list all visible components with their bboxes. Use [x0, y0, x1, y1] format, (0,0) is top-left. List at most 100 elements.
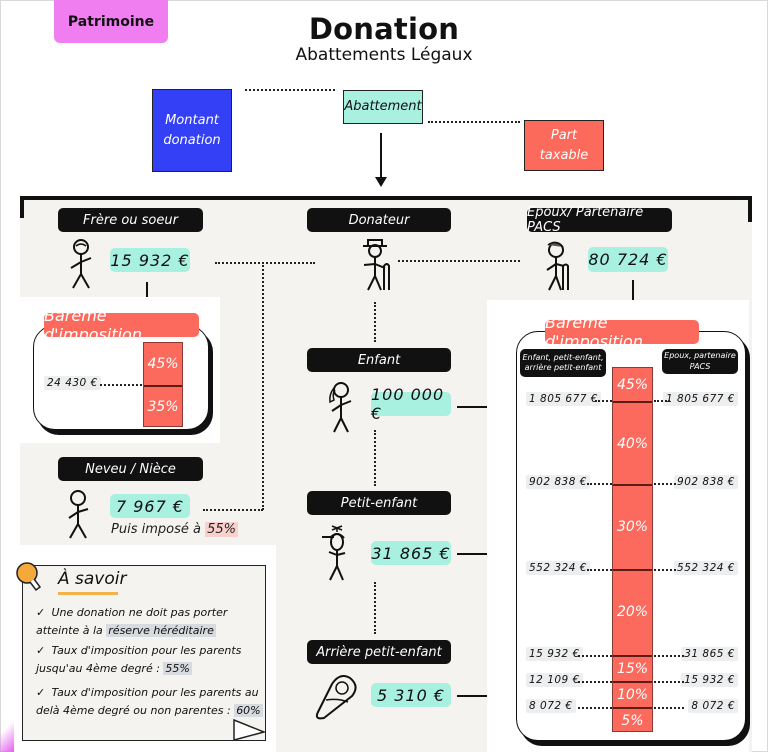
a-savoir-item-text: Une donation ne doit pas porter atteinte…	[36, 606, 228, 637]
main-rate-15: 15%	[616, 660, 649, 677]
left-leader	[595, 400, 612, 402]
main-rate-5: 5%	[621, 712, 644, 729]
a-savoir-item: ✓ Taux d'imposition pour les parents jus…	[36, 642, 266, 678]
a-savoir-underline	[58, 592, 118, 595]
a-savoir-title: À savoir	[58, 569, 127, 589]
main-panel-left-tick	[20, 196, 24, 218]
neveu-note-rate: 55%	[205, 522, 238, 537]
a-savoir-item: ✓ Une donation ne doit pas porter attein…	[36, 604, 266, 640]
left-leader	[587, 569, 612, 571]
frere-rate-separator	[144, 385, 182, 387]
category-badge: Patrimoine	[54, 0, 168, 43]
neveu-connector	[203, 509, 263, 511]
stick-figure-hat-cane-icon	[363, 239, 390, 291]
left-threshold: 1 805 677 €	[526, 392, 601, 406]
main-rate-10: 10%	[616, 686, 649, 703]
legend-montant-donation: Montant donation	[152, 89, 232, 172]
frere-soeur-abattement: 15 932 €	[110, 248, 190, 272]
checkmark-icon: ✓	[36, 606, 46, 619]
frere-rate-column: 45% 35%	[143, 342, 183, 427]
neveu-note-prefix: Puis imposé à	[111, 522, 201, 537]
main-rate-30: 30%	[616, 519, 649, 535]
arriere-petit-enfant-abattement: 5 310 €	[371, 683, 451, 707]
legend-part-taxable: Part taxable	[524, 120, 604, 171]
a-savoir-item-text: Taux d'imposition pour les parents au de…	[36, 686, 259, 717]
neveu-vertical-connector	[262, 262, 264, 510]
left-leader	[578, 655, 612, 657]
main-rate-separator	[613, 484, 652, 486]
neveu-niece-label: Neveu / Nièce	[58, 457, 203, 481]
frere-donateur-connector	[215, 262, 315, 264]
right-leader	[654, 569, 676, 571]
swaddled-baby-icon	[315, 675, 357, 720]
left-leader	[587, 483, 612, 485]
stick-figure-icon	[70, 239, 92, 289]
main-bareme-left-header: Enfant, petit-enfant, arrière petit-enfa…	[520, 349, 606, 377]
page-title: Donation	[308, 12, 460, 46]
legend-down-arrow	[375, 133, 387, 187]
folded-corner-icon	[233, 718, 266, 741]
lightbulb-icon	[16, 562, 42, 592]
a-savoir-item-highlight: 60%	[234, 704, 263, 717]
legend-connector-1	[245, 89, 335, 91]
petit-enfant-abattement: 31 865 €	[371, 541, 451, 565]
main-rate-separator	[613, 707, 652, 709]
main-rate-45: 45%	[616, 376, 649, 393]
stick-figure-icon	[68, 490, 89, 539]
frere-bareme-title: Barème d'imposition	[44, 306, 199, 344]
main-rate-separator	[613, 401, 652, 403]
main-panel-top-border	[20, 196, 752, 200]
a-savoir-item-highlight: réserve héréditaire	[106, 624, 216, 637]
donateur-enfant-connector	[374, 302, 376, 342]
left-threshold: 12 109 €	[526, 673, 583, 687]
frere-threshold-dots	[100, 384, 142, 386]
right-threshold: 1 805 677 €	[663, 392, 738, 406]
left-threshold: 15 932 €	[526, 647, 583, 661]
legend-connector-2	[428, 121, 520, 123]
right-threshold: 15 932 €	[681, 673, 738, 687]
stick-figure-cane-icon	[546, 241, 569, 291]
right-leader	[654, 707, 684, 709]
right-threshold: 31 865 €	[681, 647, 738, 661]
a-savoir-item-text: Taux d'imposition pour les parents jusqu…	[36, 644, 242, 675]
legend-abattement: Abattement	[343, 90, 423, 124]
left-threshold: 552 324 €	[526, 561, 590, 575]
right-threshold: 8 072 €	[688, 699, 738, 713]
right-leader	[654, 655, 684, 657]
frere-threshold: 24 430 €	[44, 376, 101, 390]
checkmark-icon: ✓	[36, 686, 46, 699]
right-threshold: 902 838 €	[674, 475, 738, 489]
right-leader	[654, 483, 676, 485]
main-rate-separator	[613, 655, 652, 657]
main-rate-separator	[613, 569, 652, 571]
legend-montant-label: Montant donation	[163, 113, 221, 148]
neveu-niece-abattement: 7 967 €	[110, 494, 190, 518]
main-rate-20: 20%	[616, 604, 649, 620]
petit-enfant-label: Petit-enfant	[307, 491, 451, 515]
arriere-petit-enfant-label: Arrière petit-enfant	[307, 640, 451, 664]
page-subtitle: Abattements Légaux	[295, 45, 473, 65]
a-savoir-item: ✓ Taux d'imposition pour les parents au …	[36, 684, 266, 720]
epoux-label: Epoux/ Partenaire PACS	[527, 205, 672, 235]
decorative-corner	[0, 712, 14, 752]
enfant-petitenfant-connector	[374, 430, 376, 486]
neveu-niece-note: Puis imposé à 55%	[111, 522, 238, 537]
main-rate-40: 40%	[616, 435, 649, 452]
stick-figure-ponytail-icon	[329, 382, 352, 433]
main-rate-separator	[613, 681, 652, 683]
legend-abattement-label: Abattement	[344, 99, 422, 115]
checkmark-icon: ✓	[36, 644, 46, 657]
petitenfant-arriere-connector	[374, 582, 376, 634]
frere-rate-45: 45%	[147, 356, 179, 372]
legend-part-taxable-label: Part taxable	[539, 128, 589, 163]
main-rate-column: 45% 40% 30% 20% 15% 10% 5%	[612, 367, 653, 732]
main-bareme-title: Barème d'imposition	[545, 313, 699, 351]
left-threshold: 902 838 €	[526, 475, 590, 489]
right-threshold: 552 324 €	[674, 561, 738, 575]
donateur-epoux-connector	[398, 260, 520, 262]
a-savoir-item-highlight: 55%	[163, 662, 192, 675]
enfant-abattement: 100 000 €	[371, 385, 451, 423]
donateur-label: Donateur	[307, 208, 451, 232]
left-leader	[578, 681, 612, 683]
main-bareme-right-header: Epoux, partenaire PACS	[662, 349, 738, 374]
